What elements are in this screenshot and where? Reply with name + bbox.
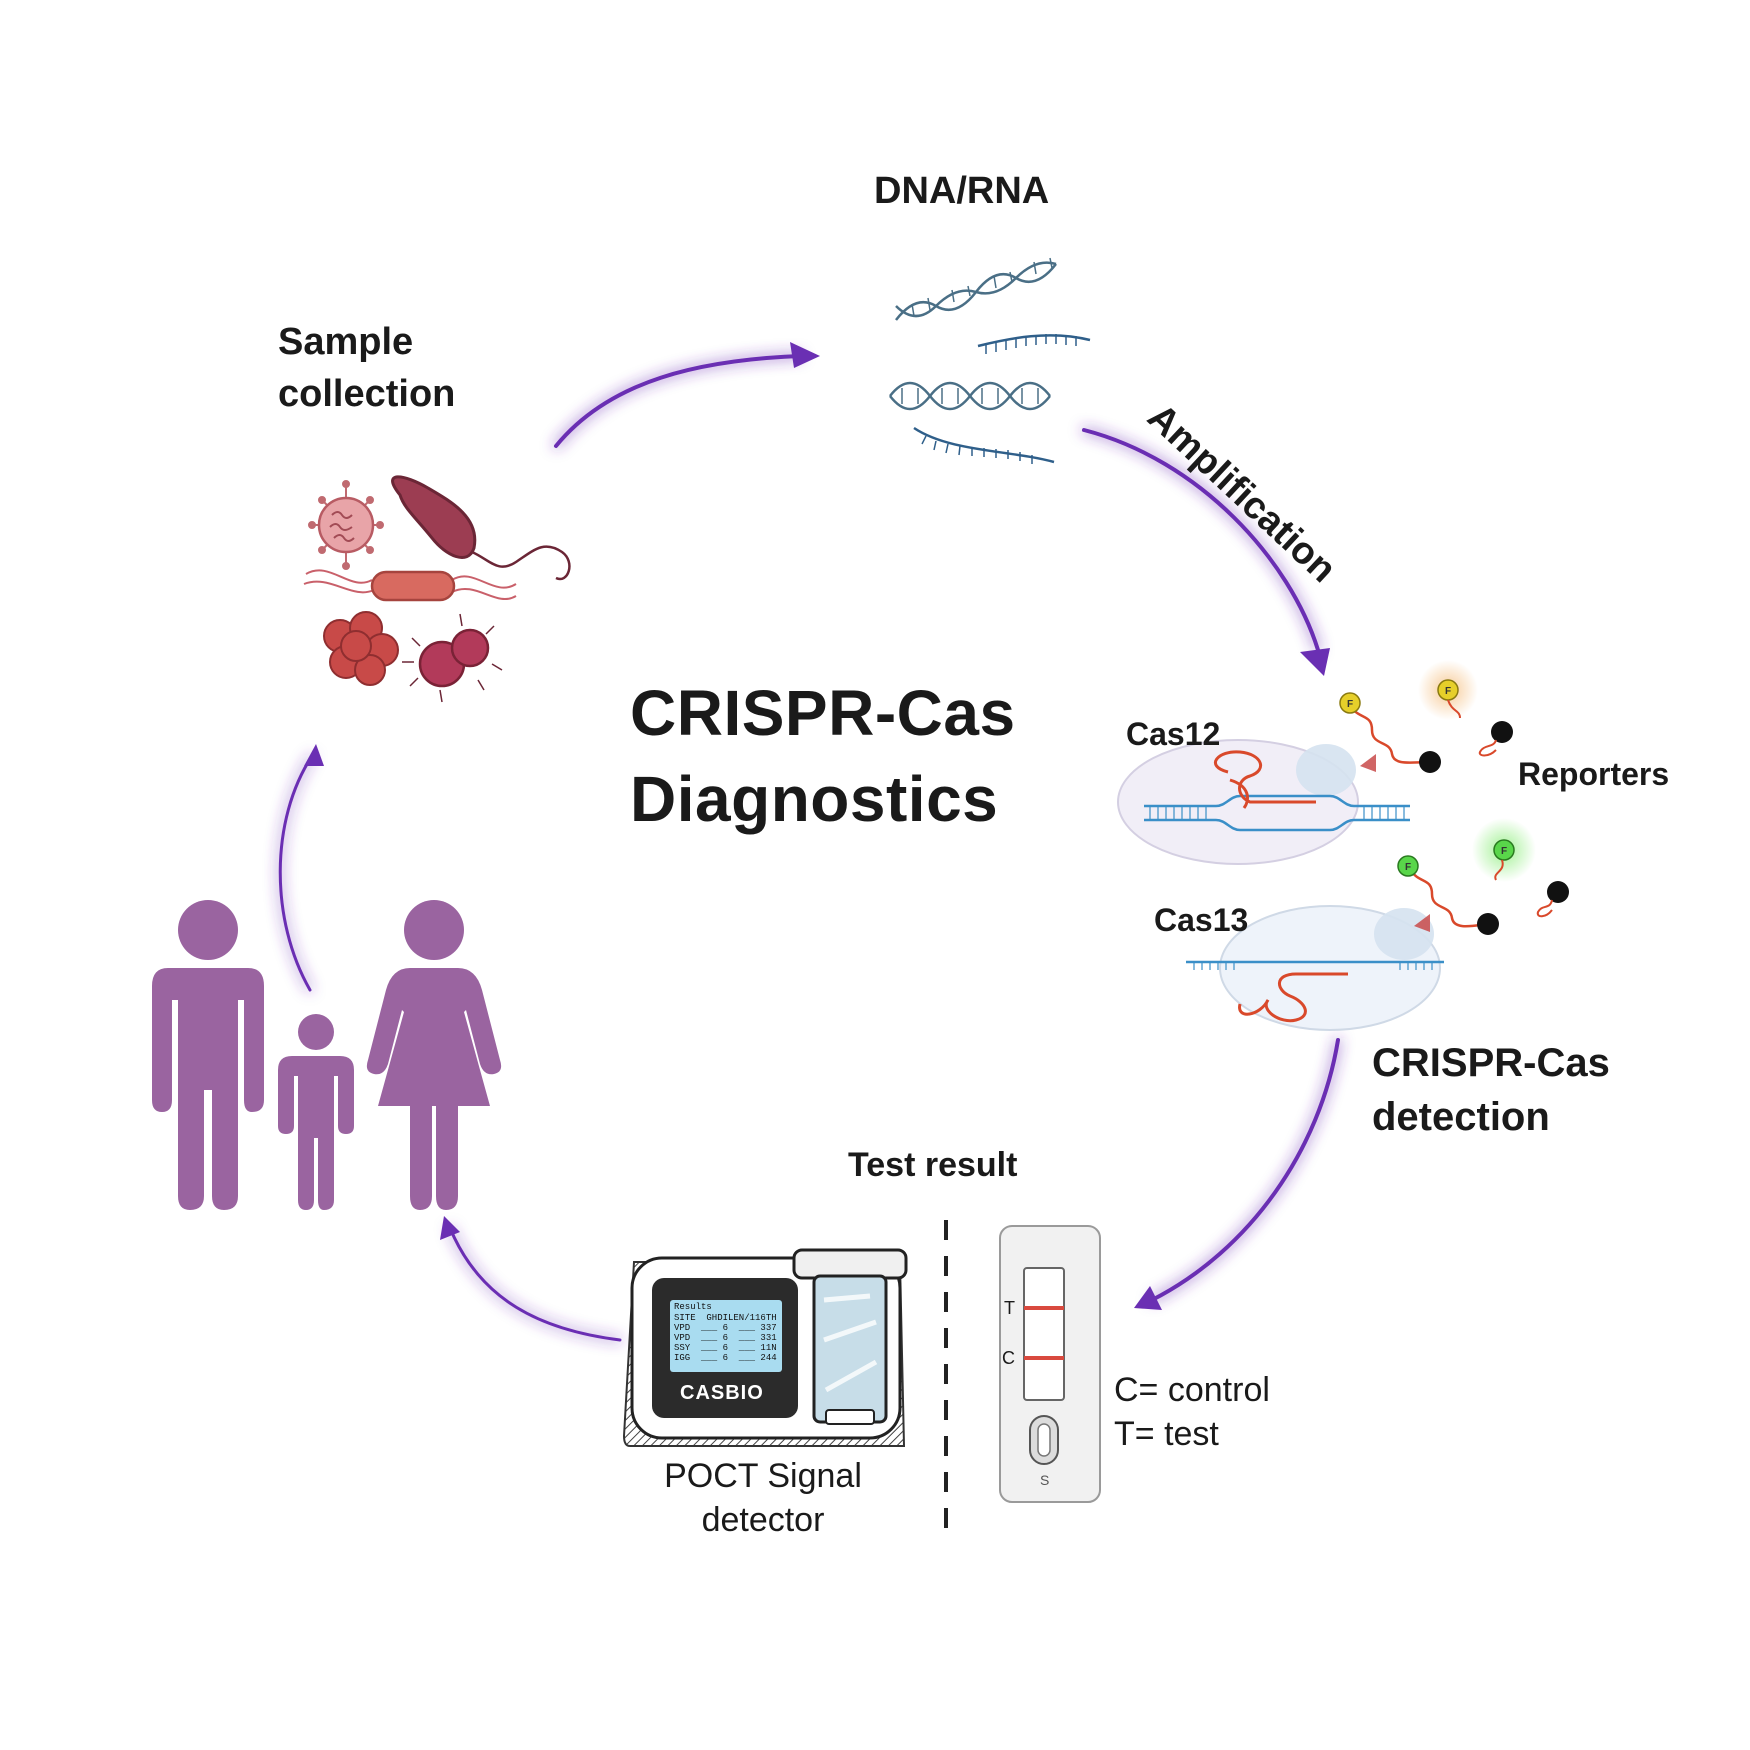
device-screen-line-5: IGG ___ 6 ___ 244 [674, 1353, 777, 1363]
fluorophore-label-4: F [1501, 846, 1507, 857]
strip-t-mark: T [1004, 1298, 1015, 1318]
nucleic-acid-illustration [889, 257, 1091, 464]
people-icon [152, 900, 502, 1210]
detection-label-line-1: CRISPR-Cas [1372, 1041, 1610, 1085]
reporter-intact-top [1339, 692, 1441, 773]
strip-result-window [1023, 1267, 1065, 1401]
man-figure-icon [152, 900, 264, 1210]
fluorophore-label-1: F [1347, 699, 1353, 710]
cas13-label: Cas13 [1154, 902, 1249, 938]
poct-label-line-1: POCT Signal [664, 1457, 862, 1495]
device-screen-line-4: SSY ___ 6 ___ 11N [674, 1343, 777, 1353]
reporter-cleaved-top [1418, 660, 1513, 757]
cas13-cleavage-site [1414, 914, 1430, 932]
poct-label-line-2: detector [701, 1501, 825, 1539]
woman-figure-icon [366, 900, 502, 1210]
cas12-crrna [1214, 750, 1316, 804]
device-screen-line-1: SITE GHDILEN/116TH [674, 1313, 777, 1323]
arrowhead-people [440, 1216, 460, 1240]
cas12-dsdna [1144, 794, 1410, 832]
title-line-2: Diagnostics [630, 763, 999, 835]
device-screen-title: Results [674, 1302, 712, 1312]
cas13-target-rna [1186, 960, 1444, 970]
legend-control: C= control [1114, 1371, 1270, 1409]
device-brand-label: CASBIO [680, 1382, 764, 1404]
device-screen-line-3: VPD ___ 6 ___ 331 [674, 1333, 777, 1343]
rna-strand-2-icon [913, 426, 1055, 464]
crispr-detection-label: CRISPR-Cas detection [1372, 1036, 1610, 1144]
cas12-label: Cas12 [1126, 716, 1221, 752]
arrowheads [304, 342, 1330, 1310]
reporters-label: Reporters [1518, 756, 1670, 792]
strip-c-mark: C [1002, 1348, 1015, 1368]
fluorophore-label-2: F [1445, 686, 1451, 697]
fluorophore-label-3: F [1405, 862, 1411, 873]
arrow-detection-to-test [1150, 1038, 1340, 1302]
dna-rna-label: DNA/RNA [874, 170, 1050, 212]
diagram-title: CRISPR-Cas Diagnostics [630, 670, 1016, 842]
arrowhead-detection [1300, 648, 1330, 676]
arrowhead-test [1134, 1286, 1162, 1310]
strip-s-mark: S [1040, 1472, 1050, 1488]
cas12-complex [1117, 739, 1410, 865]
arrow-dna-to-detection [1082, 428, 1320, 652]
rna-strand-1-icon [977, 334, 1091, 354]
device-screen [670, 1300, 782, 1372]
dna-helix-middle-icon [889, 381, 1051, 411]
detection-label-line-2: detection [1372, 1095, 1550, 1139]
device-screen-line-2: VPD ___ 6 ___ 337 [674, 1323, 777, 1333]
fluorophore-yellow [1339, 692, 1361, 714]
arrowhead-dna [790, 342, 820, 368]
bacterium-rod-icon [391, 475, 571, 581]
strip-legend: C= control T= test [1114, 1368, 1270, 1456]
title-line-1: CRISPR-Cas [630, 677, 1016, 749]
sample-label-line-1: Sample [278, 321, 414, 363]
lateral-flow-test-strip [999, 1225, 1101, 1503]
device-slot [792, 1248, 908, 1425]
reporter-cleaved-bottom [1472, 818, 1569, 918]
dna-helix-top-icon [895, 257, 1057, 321]
poct-signal-detector-device [622, 1248, 908, 1447]
bacterium-flagellated-icon [303, 569, 517, 602]
sample-label-line-2: collection [278, 373, 456, 415]
cas12-cleavage-site [1360, 754, 1376, 772]
arrowhead-sample [304, 744, 324, 766]
poct-detector-label: POCT Signal detector [648, 1454, 878, 1542]
cocci-cluster-icon [323, 611, 399, 686]
arrow-people-to-sample [278, 754, 314, 992]
cas13-complex [1186, 905, 1444, 1031]
cycle-arrows [278, 342, 1340, 1342]
reporter-intact-bottom [1397, 855, 1499, 935]
quencher-black-free [1491, 721, 1513, 743]
quencher-black-bottom [1477, 913, 1499, 935]
test-result-label: Test result [848, 1146, 1018, 1184]
fluorophore-green [1397, 855, 1419, 877]
arrow-sample-to-dna [554, 354, 802, 448]
cas13-crrna [1238, 972, 1348, 1023]
quencher-black [1419, 751, 1441, 773]
virus-icon [308, 480, 384, 570]
sample-collection-label: Sample collection [278, 316, 455, 420]
quencher-black-free-bottom [1547, 881, 1569, 903]
legend-test: T= test [1114, 1415, 1219, 1453]
arrow-poct-to-people [448, 1226, 622, 1342]
child-figure-icon [278, 1014, 354, 1210]
reporter-molecules: F F F F [1339, 660, 1569, 935]
diplococcus-icon [402, 613, 503, 703]
pathogen-illustration [303, 475, 571, 703]
fluorophore-green-glowing [1493, 839, 1515, 861]
